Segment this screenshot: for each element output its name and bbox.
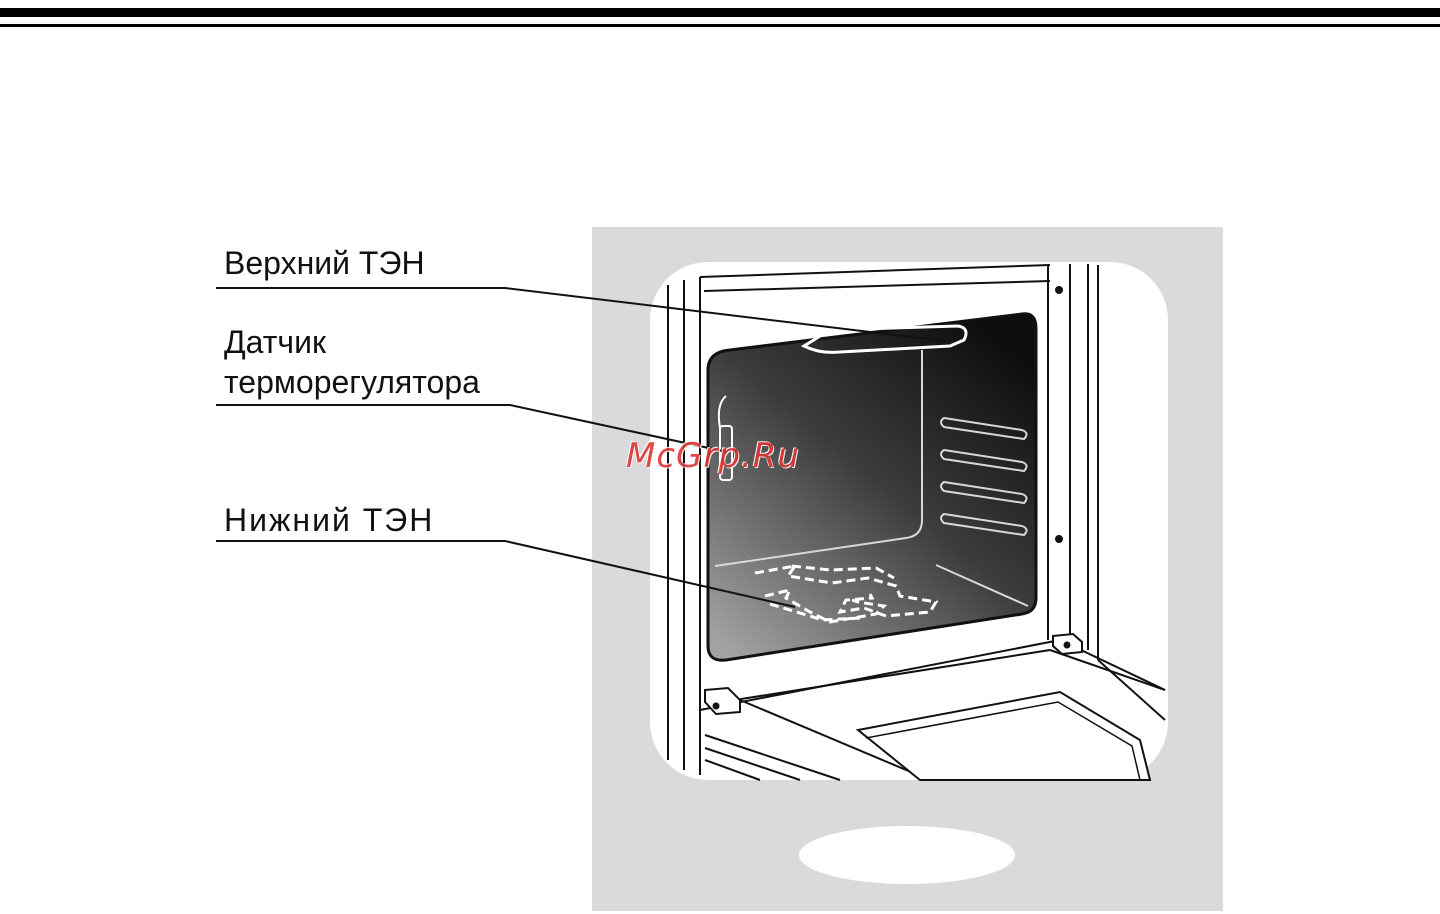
label-sensor-line2: терморегулятора: [224, 362, 480, 402]
label-sensor-line1: Датчик: [224, 322, 326, 362]
oven-cavity-back-wall: [708, 314, 1036, 660]
watermark-text: McGrp.Ru: [626, 436, 800, 476]
oven-badge-oval: [799, 826, 1015, 884]
label-lower-heating-element: Нижний ТЭН: [224, 500, 434, 540]
label-upper-heating-element: Верхний ТЭН: [224, 243, 425, 283]
